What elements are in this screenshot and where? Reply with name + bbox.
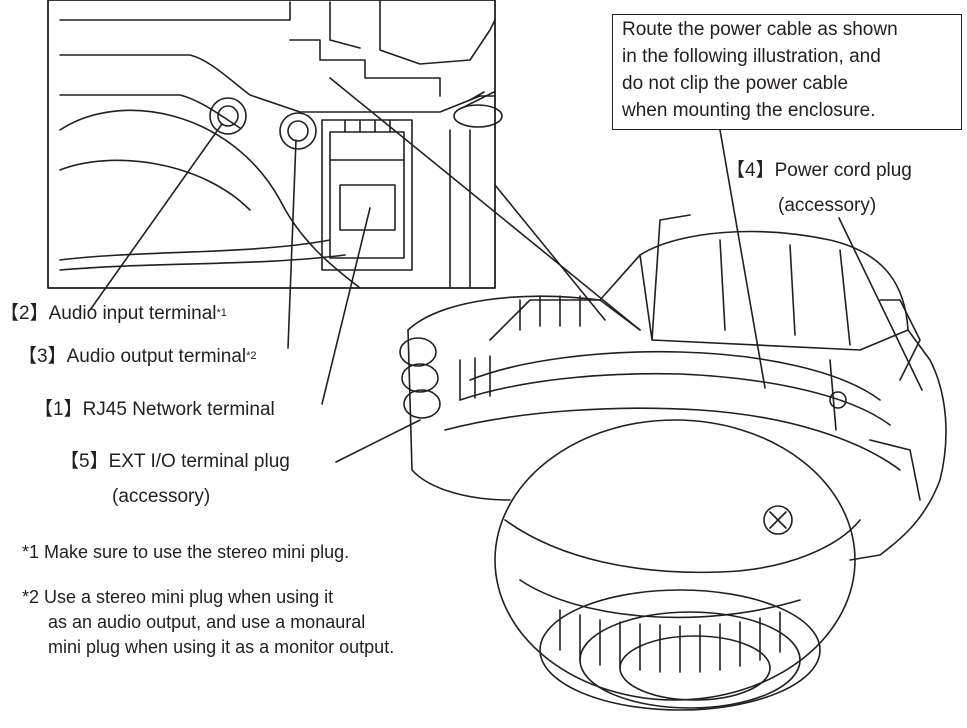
audio-output-label: 【3】Audio output terminal*2 (18, 346, 257, 368)
power-cord-plug-label: 【4】Power cord plug (726, 160, 912, 182)
leader-audio-output (287, 139, 297, 349)
inset-zoom-line-1 (329, 77, 641, 331)
audio-input-number: 【2】 (0, 303, 49, 324)
power-cord-plug-number: 【4】 (726, 160, 775, 181)
rj45-text: RJ45 Network terminal (82, 399, 275, 420)
audio-output-jack (279, 112, 317, 150)
routing-instruction-line-1: Route the power cable as shown (622, 19, 898, 40)
audio-output-text: Audio output terminal (66, 346, 247, 367)
rj45-label: 【1】RJ45 Network terminal (34, 399, 275, 421)
power-cord-plug-text: Power cord plug (774, 160, 912, 181)
rj45-number: 【1】 (34, 399, 83, 420)
ext-io-label: 【5】EXT I/O terminal plug (60, 451, 290, 473)
ext-io-sub: (accessory) (112, 486, 211, 507)
rj45-port-drawing (321, 119, 413, 271)
footnote-2-line-3: mini plug when using it as a monitor out… (48, 637, 395, 657)
dome-cover (494, 419, 856, 701)
footnote-2-line-1: *2 Use a stereo mini plug when using it (22, 587, 334, 607)
routing-instruction-line-2: in the following illustration, and (622, 46, 881, 67)
audio-input-footnote-ref: *1 (216, 307, 227, 319)
inset-zoom-line-2 (494, 184, 606, 321)
footnote-2-line-2: as an audio output, and use a monaural (48, 612, 366, 632)
leader-audio-input (89, 123, 223, 311)
ext-io-text: EXT I/O terminal plug (108, 451, 290, 472)
power-cord-plug-sub: (accessory) (778, 195, 877, 216)
audio-input-text: Audio input terminal (48, 303, 217, 324)
audio-output-footnote-ref: *2 (246, 350, 257, 362)
audio-input-label: 【2】Audio input terminal*1 (0, 303, 227, 325)
leader-ext-io (335, 419, 421, 463)
camera-housing (407, 230, 947, 561)
audio-input-jack (209, 97, 247, 135)
routing-instruction-box: Route the power cable as shown in the fo… (612, 14, 962, 130)
routing-instruction-line-3: do not clip the power cable (622, 73, 849, 94)
ext-io-number: 【5】 (60, 451, 109, 472)
audio-output-number: 【3】 (18, 346, 67, 367)
footnote-1: *1 Make sure to use the stereo mini plug… (22, 542, 350, 562)
leader-rj45 (321, 207, 371, 405)
inset-detail-frame (47, 0, 496, 289)
leader-power-cord (838, 217, 923, 391)
routing-instruction-line-4: when mounting the enclosure. (622, 100, 876, 121)
